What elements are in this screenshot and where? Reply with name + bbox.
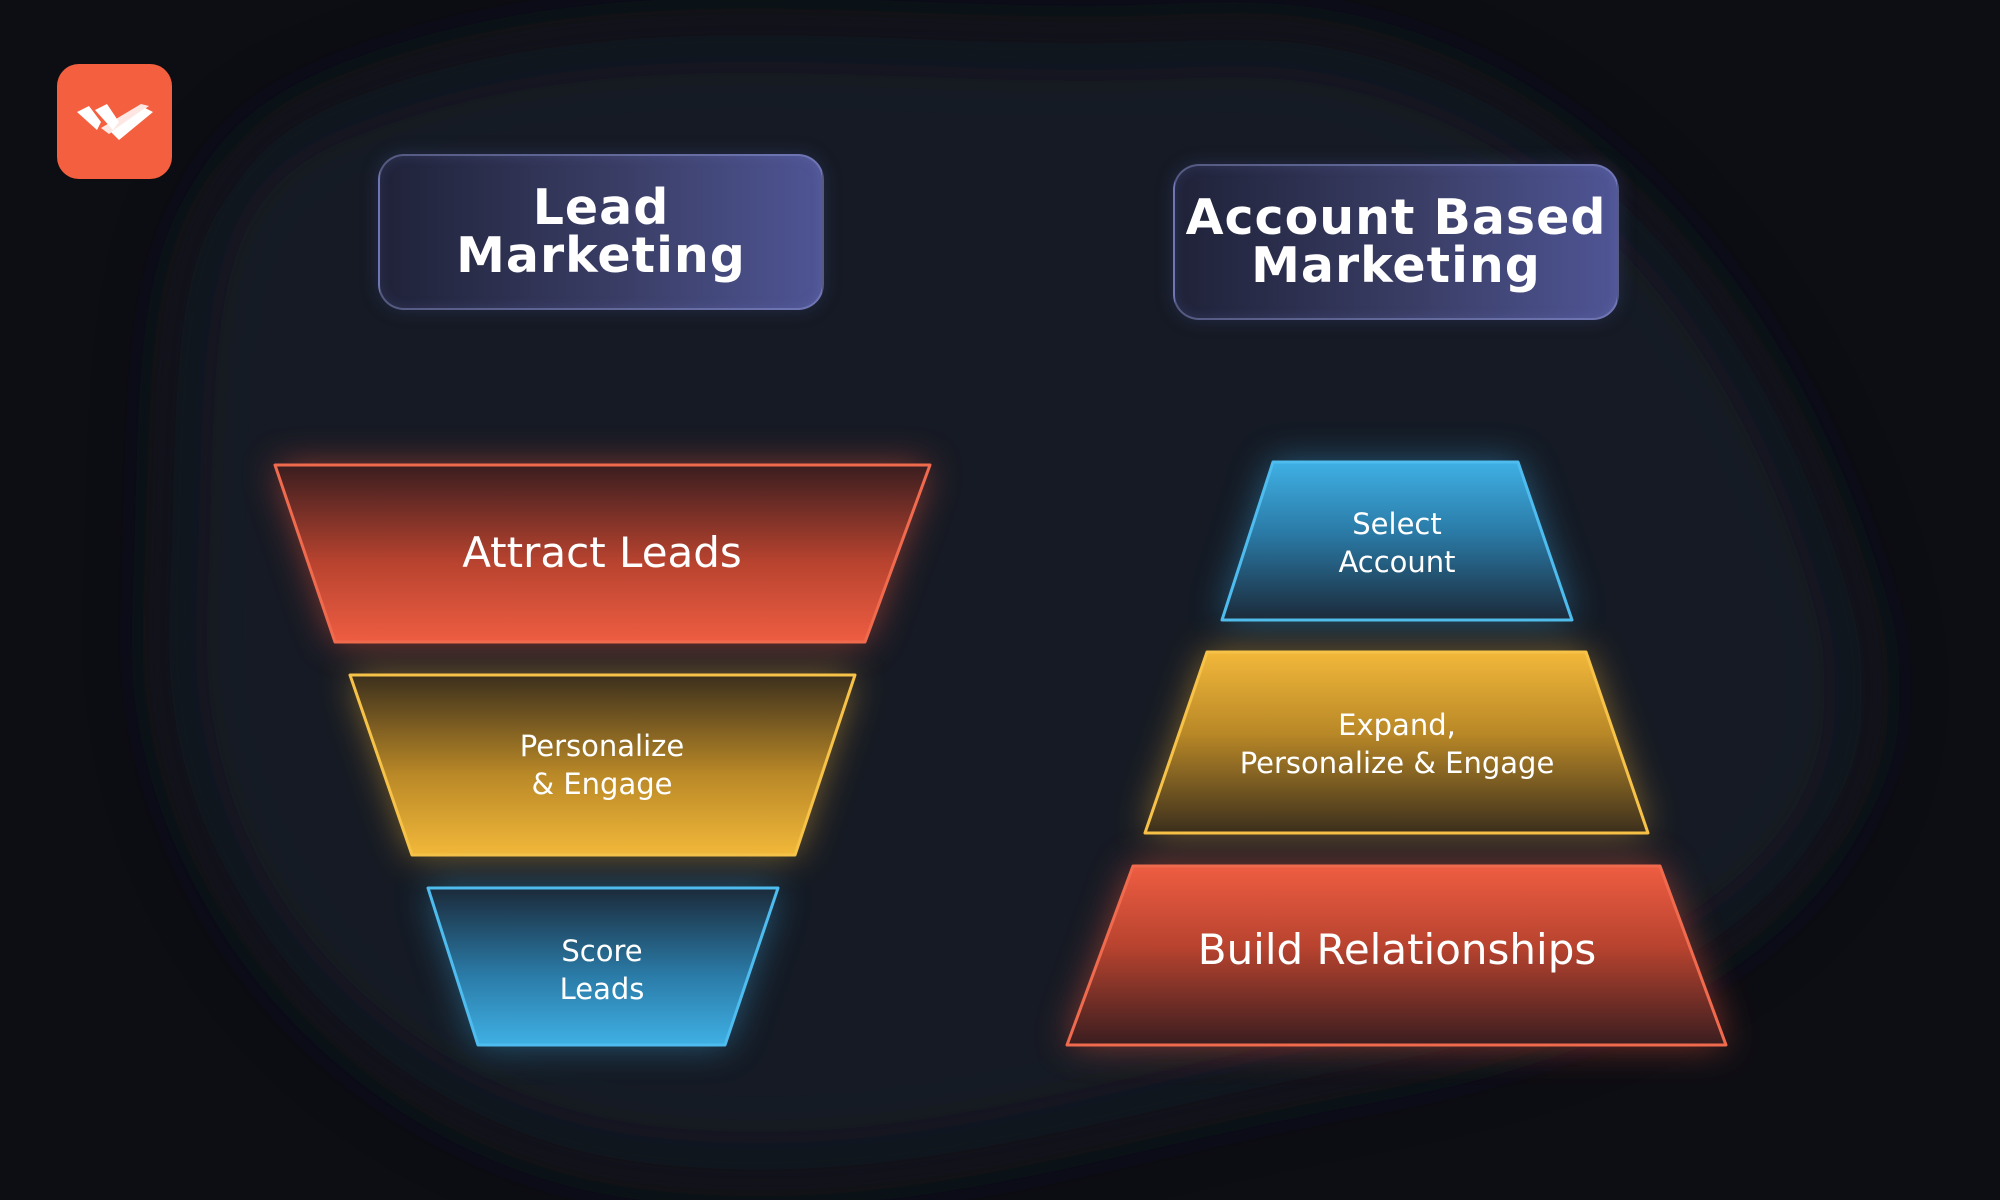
funnel-label-attract: Attract Leads [462, 529, 742, 577]
funnel-label-score-line1: Score [561, 934, 643, 968]
pyramid-stage-expand [1143, 650, 1650, 835]
pyramid-label-build: Build Relationships [1198, 926, 1597, 974]
funnel-label-personalize-line2: & Engage [531, 767, 673, 801]
funnel-stage-score [426, 886, 780, 1047]
pyramid-stage-select [1220, 460, 1574, 622]
pyramid-label-expand-line2: Personalize & Engage [1239, 746, 1555, 780]
lead-title-line1: Lead [532, 179, 670, 236]
abm-title: Account Based Marketing [1173, 164, 1619, 320]
pyramid-label-select: Select Account [1338, 505, 1455, 581]
abm-title-line2: Marketing [1251, 237, 1541, 294]
funnel-stage-attract [273, 463, 932, 644]
pyramid-label-select-line1: Select [1352, 507, 1442, 541]
funnel-stage-personalize [348, 673, 857, 857]
funnel-label-personalize-line1: Personalize [519, 729, 685, 763]
funnel-label-score: Score Leads [560, 932, 645, 1008]
pyramid-label-build-line1: Build Relationships [1197, 925, 1597, 974]
pyramid-label-select-line2: Account [1338, 545, 1456, 579]
abm-title-line1: Account Based [1185, 189, 1607, 246]
lead-marketing-title: Lead Marketing [378, 154, 824, 310]
pyramid-label-expand-line1: Expand, [1338, 708, 1456, 742]
pyramid-stage-build [1065, 864, 1728, 1047]
lead-title-line2: Marketing [456, 227, 746, 284]
funnel-label-score-line2: Leads [559, 972, 645, 1006]
funnel-label-personalize: Personalize & Engage [520, 727, 684, 803]
brand-logo-icon [57, 64, 172, 179]
pyramid-label-expand: Expand, Personalize & Engage [1240, 706, 1555, 782]
funnel-label-attract-line1: Attract Leads [462, 528, 742, 577]
